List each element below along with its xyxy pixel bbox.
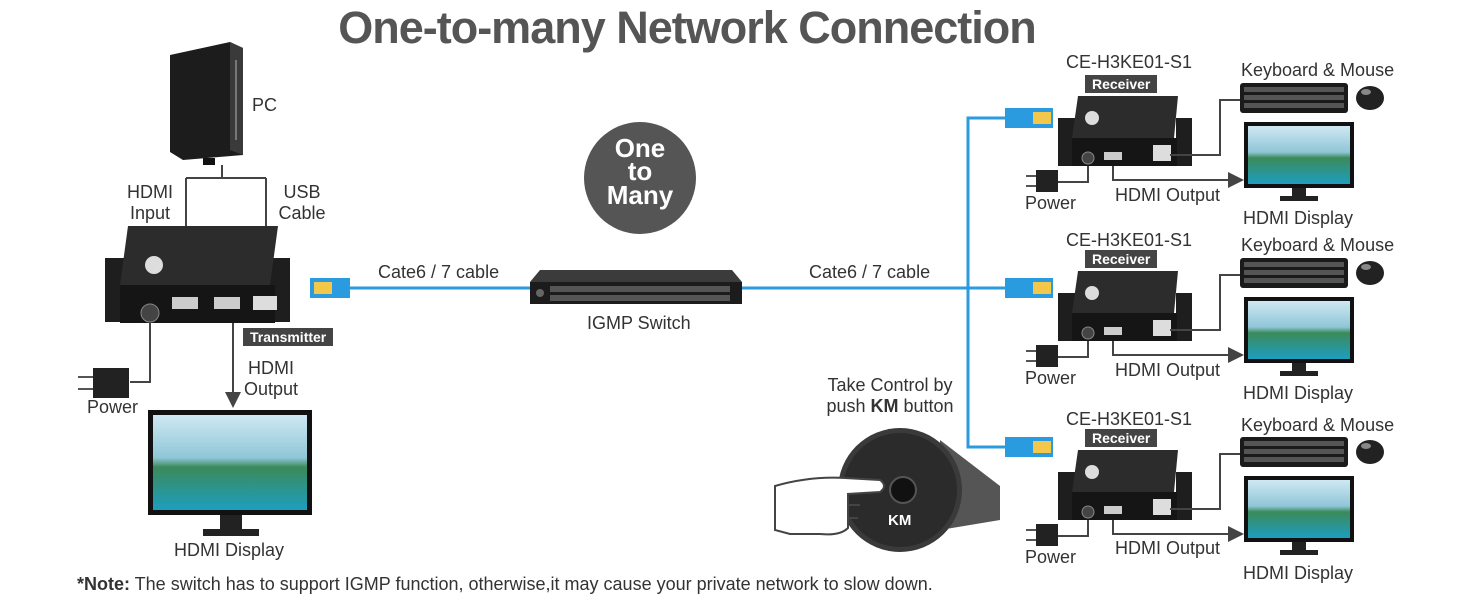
keyboard-mouse-label: Keyboard & Mouse — [1241, 415, 1395, 435]
receiver-hdmi-output-label: HDMI Output — [1115, 360, 1221, 380]
km-caption: Take Control by push KM button — [810, 375, 970, 417]
mouse-icon — [1356, 440, 1384, 464]
switch-label: IGMP Switch — [587, 313, 691, 333]
hdmi-input-label: HDMI Input — [127, 182, 173, 223]
pc-label: PC — [252, 95, 278, 115]
receiver-power-label: Power — [1025, 368, 1077, 388]
receiver-hdmi-display-label: HDMI Display — [1243, 563, 1354, 583]
km-caption-post: button — [898, 396, 954, 416]
transmitter-power-label: Power — [87, 397, 139, 417]
footer-note: *Note: The switch has to support IGMP fu… — [77, 574, 933, 595]
rj45-connector-rx2-icon — [1005, 278, 1053, 298]
km-button-label: KM — [888, 512, 912, 529]
page-title: One-to-many Network Connection — [338, 2, 1037, 53]
one-to-many-badge: One to Many — [584, 122, 696, 234]
receiver-tag: Receiver — [1085, 429, 1158, 447]
keyboard-icon — [1240, 437, 1348, 467]
receiver-model-label: CE-H3KE01-S1 — [1066, 409, 1193, 429]
transmitter-hdmi-display-label: HDMI Display — [174, 540, 285, 560]
transmitter-tag: Transmitter — [243, 328, 334, 346]
receiver-1-devices — [1026, 83, 1384, 201]
km-caption-pre: push — [826, 396, 871, 416]
hdmi-display-icon — [1244, 297, 1354, 376]
km-caption-bold: KM — [870, 396, 899, 416]
km-caption-line-1: Take Control by — [827, 375, 953, 395]
power-adapter-icon — [1026, 524, 1058, 546]
rj45-connector-rx1-icon — [1005, 108, 1053, 128]
hdmi-display-icon — [148, 410, 312, 536]
power-adapter-icon — [78, 368, 129, 398]
one-to-many-line-2: to — [627, 156, 653, 186]
receiver-hdmi-output-label: HDMI Output — [1115, 538, 1221, 558]
hdmi-display-icon — [1244, 476, 1354, 555]
receiver-3-devices — [1026, 437, 1384, 555]
receiver-device-icon — [1058, 271, 1192, 341]
one-to-many-line-3: Many — [606, 180, 674, 210]
usb-cable-label: USB Cable — [278, 182, 326, 223]
receiver-hdmi-output-label: HDMI Output — [1115, 185, 1221, 205]
one-to-many-line-1: One — [614, 133, 666, 163]
receiver-model-label: CE-H3KE01-S1 — [1066, 230, 1193, 250]
receiver-power-label: Power — [1025, 193, 1077, 213]
mouse-icon — [1356, 261, 1384, 285]
receiver-tag: Receiver — [1085, 75, 1158, 93]
receiver-hdmi-display-label: HDMI Display — [1243, 208, 1354, 228]
power-adapter-icon — [1026, 170, 1058, 192]
power-adapter-icon — [1026, 345, 1058, 367]
cable-right-label: Cate6 / 7 cable — [809, 262, 931, 282]
rj45-connector-rx3-icon — [1005, 437, 1053, 457]
keyboard-mouse-label: Keyboard & Mouse — [1241, 235, 1395, 255]
transmitter-device-icon — [105, 226, 290, 323]
hdmi-display-icon — [1244, 122, 1354, 201]
km-caption-line-2: push KM button — [810, 396, 970, 417]
keyboard-icon — [1240, 258, 1348, 288]
km-zoom-callout — [838, 428, 1000, 552]
note-text: The switch has to support IGMP function,… — [130, 574, 933, 594]
igmp-switch-icon — [530, 270, 742, 304]
receiver-tag: Receiver — [1085, 250, 1158, 268]
keyboard-icon — [1240, 83, 1348, 113]
receiver-model-label: CE-H3KE01-S1 — [1066, 52, 1193, 72]
pc-tower-icon — [170, 42, 243, 165]
receiver-power-label: Power — [1025, 547, 1077, 567]
cable-left-label: Cate6 / 7 cable — [378, 262, 500, 282]
receiver-2-devices — [1026, 258, 1384, 376]
rj45-connector-left-icon — [310, 278, 350, 298]
receiver-hdmi-display-label: HDMI Display — [1243, 383, 1354, 403]
mouse-icon — [1356, 86, 1384, 110]
transmitter-hdmi-output-label: HDMI Output — [243, 358, 299, 399]
pointing-hand-icon — [774, 476, 885, 536]
note-bold: *Note: — [77, 574, 130, 594]
keyboard-mouse-label: Keyboard & Mouse — [1241, 60, 1395, 80]
